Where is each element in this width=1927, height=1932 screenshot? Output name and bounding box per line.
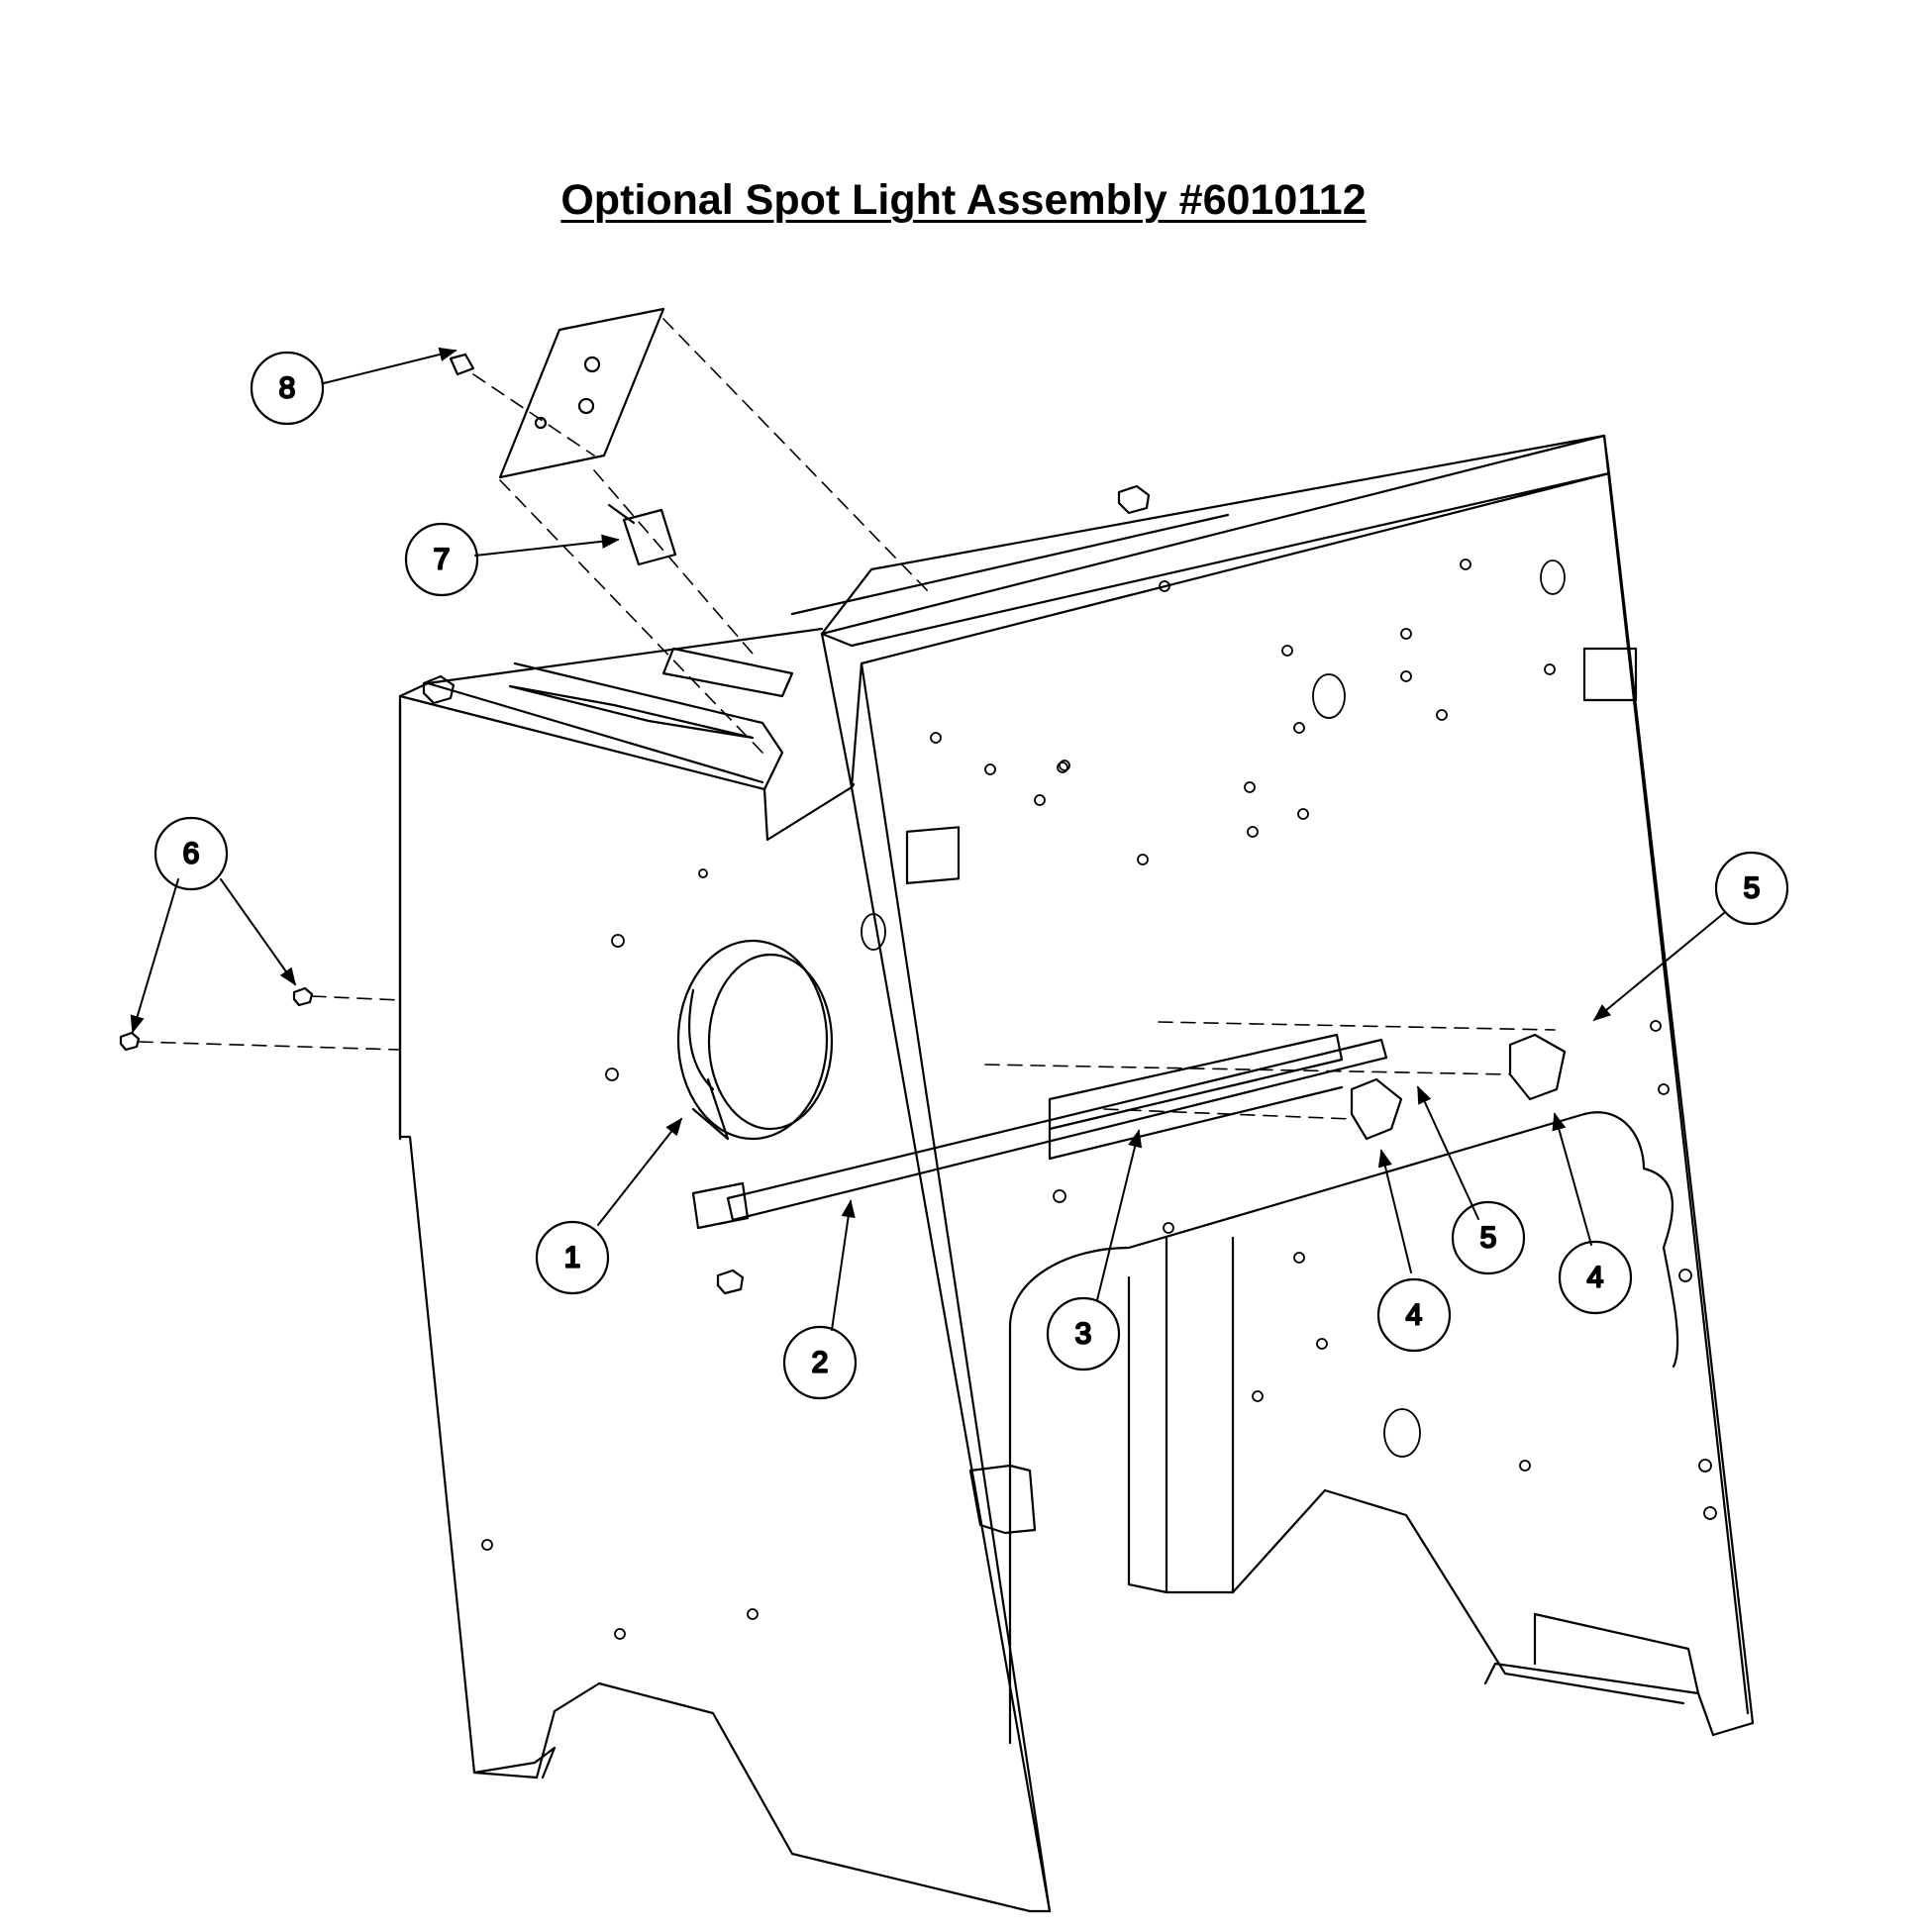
callout-7-label: 7 (434, 544, 451, 576)
hex-nut-bottom (716, 1269, 745, 1295)
star-knob-left (1350, 1077, 1403, 1141)
callout-1-label: 1 (564, 1242, 581, 1274)
callout-7: 7 (404, 522, 479, 597)
hex-nut-top-left (422, 674, 456, 705)
diagram-title: Optional Spot Light Assembly #6010112 (560, 176, 1367, 224)
hex-nut-top (1117, 484, 1151, 515)
callout-4-middle: 4 (1376, 1277, 1452, 1353)
switch-mount-plate (498, 307, 665, 479)
callout-4-right: 4 (1558, 1240, 1633, 1315)
callout-5-middle: 5 (1451, 1200, 1526, 1275)
light-bar (691, 1033, 1388, 1230)
callout-8: 8 (250, 351, 325, 426)
hex-nut-6a (292, 986, 314, 1007)
spot-light-lamp (676, 939, 834, 1141)
frame-assembly (398, 434, 1755, 1913)
callout-2: 2 (782, 1325, 858, 1400)
hex-nut-6b (119, 1031, 141, 1052)
callout-5-middle-label: 5 (1480, 1222, 1497, 1255)
toggle-switch (607, 503, 677, 566)
callout-3-label: 3 (1075, 1318, 1092, 1351)
callout-4-middle-label: 4 (1406, 1299, 1423, 1332)
callout-6: 6 (153, 816, 229, 891)
callout-5-right: 5 (1714, 851, 1789, 926)
callout-6-label: 6 (183, 838, 200, 870)
callout-3: 3 (1046, 1296, 1121, 1372)
callout-4-right-label: 4 (1587, 1262, 1604, 1294)
callout-1: 1 (535, 1220, 610, 1295)
callout-5-right-label: 5 (1744, 872, 1761, 905)
assembly-lines (138, 318, 1556, 1120)
callout-leaders (130, 347, 1725, 1331)
callout-8-label: 8 (279, 372, 296, 405)
plate-screw (449, 353, 475, 376)
star-knob-right (1508, 1033, 1567, 1101)
callout-2-label: 2 (812, 1347, 829, 1379)
